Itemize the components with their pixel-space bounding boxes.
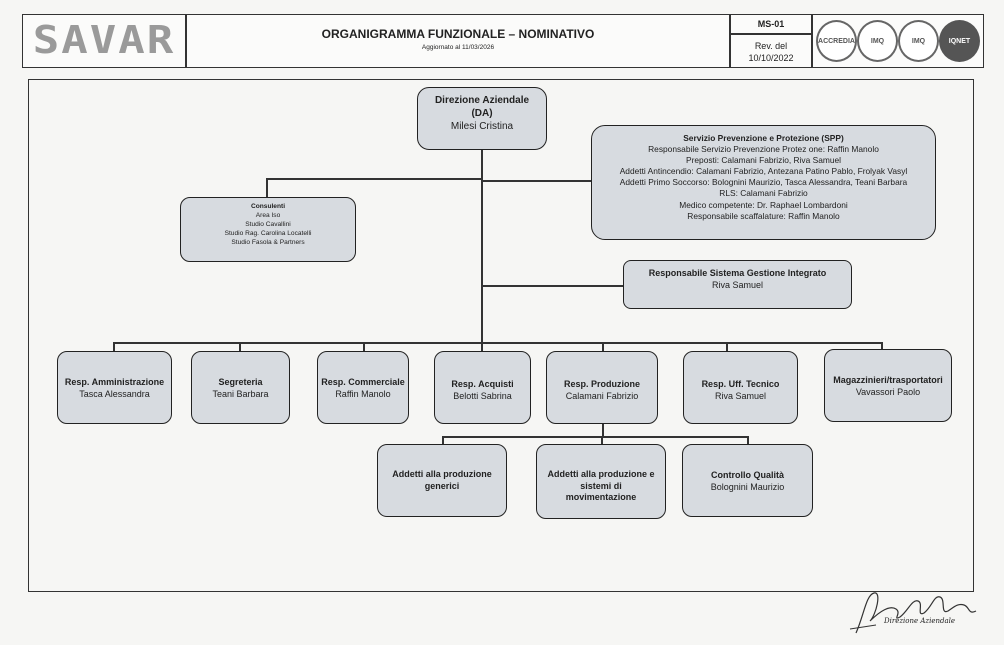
box-person: Riva Samuel [714, 390, 767, 401]
signature-scribble [849, 592, 977, 634]
org-box-consulenti: Consulenti Area Iso Studio Cavallini Stu… [180, 197, 356, 262]
box-title: Segreteria [218, 377, 263, 387]
logo-cell: SAVAR [22, 14, 186, 68]
box-person: Calamani Fabrizio [565, 390, 639, 401]
connector-production-down [602, 424, 604, 437]
update-date: Aggiornato al 11/03/2026 [421, 44, 495, 51]
connector-prod-2 [601, 436, 603, 444]
revision-date: 10/10/2022 [748, 53, 794, 63]
spp-line: RLS: Calamani Fabrizio [719, 188, 808, 199]
connector-prod-1 [442, 436, 444, 444]
box-title: Addetti alla produzione generici [392, 469, 492, 491]
org-chart-frame [28, 79, 974, 592]
connector-dept-3 [363, 342, 365, 351]
org-box-department: Segreteria Teani Barbara [191, 351, 290, 424]
box-title: Resp. Amministrazione [64, 377, 165, 387]
spp-line: Addetti Primo Soccorso: Bolognini Mauriz… [619, 177, 908, 188]
box-title: Magazzinieri/trasportatori [833, 375, 943, 385]
document-code: MS-01 [757, 19, 785, 29]
consulente-line: Studio Fasola & Partners [231, 238, 305, 246]
org-box-production-unit: Controllo Qualità Bolognini Maurizio [682, 444, 813, 517]
org-box-department: Resp. Produzione Calamani Fabrizio [546, 351, 658, 424]
spp-line: Medico competente: Dr. Raphael Lombardon… [679, 199, 848, 210]
connector-dept-5 [602, 342, 604, 351]
box-person: Tasca Alessandra [79, 388, 150, 399]
box-person: Teani Barbara [212, 388, 269, 399]
certifications-cell: ACCREDIA IMQ IMQ IQNET [812, 14, 984, 68]
box-title: Controllo Qualità [711, 470, 784, 480]
box-title: Resp. Commerciale [321, 377, 405, 387]
org-box-department: Resp. Commerciale Raffin Manolo [317, 351, 409, 424]
org-box-spp: Servizio Prevenzione e Protezione (SPP) … [591, 125, 936, 240]
iqnet-seal-icon: IQNET [939, 20, 980, 62]
box-title: Resp. Uff. Tecnico [701, 379, 780, 389]
box-person: Vavassori Paolo [855, 386, 921, 397]
org-box-department: Magazzinieri/trasportatori Vavassori Pao… [824, 349, 952, 422]
box-person: Belotti Sabrina [453, 390, 512, 401]
document-title: ORGANIGRAMMA FUNZIONALE – NOMINATIVO [321, 27, 595, 41]
box-title: Responsabile Sistema Gestione Integrato [648, 268, 827, 278]
connector-dept-1 [113, 342, 115, 351]
revision-label: Rev. del [754, 41, 788, 51]
org-box-rsgi: Responsabile Sistema Gestione Integrato … [623, 260, 852, 309]
title-cell: ORGANIGRAMMA FUNZIONALE – NOMINATIVO Agg… [186, 14, 730, 68]
spp-line: Preposti: Calamani Fabrizio, Riva Samuel [686, 155, 841, 166]
imq-seal-icon: IMQ [898, 20, 939, 62]
org-box-direzione-aziendale: Direzione Aziendale (DA) Milesi Cristina [417, 87, 547, 150]
box-person: Raffin Manolo [335, 388, 391, 399]
org-box-department: Resp. Acquisti Belotti Sabrina [434, 351, 531, 424]
box-abbreviation: (DA) [471, 108, 493, 119]
connector-consulenti-h [266, 178, 482, 180]
org-box-production-unit: Addetti alla produzione generici [377, 444, 507, 517]
connector-dept-6 [726, 342, 728, 351]
org-box-department: Resp. Amministrazione Tasca Alessandra [57, 351, 172, 424]
doc-code-cell: MS-01 [730, 14, 812, 34]
connector-to-spp [482, 180, 592, 182]
connector-departments-bus [113, 342, 883, 344]
box-title: Consulenti [250, 203, 286, 210]
signature-caption: Direzione Aziendale [884, 617, 956, 625]
imq-seal-icon: IMQ [857, 20, 898, 62]
box-person: Bolognini Maurizio [710, 481, 785, 492]
box-title: Direzione Aziendale [434, 95, 530, 106]
connector-dept-2 [239, 342, 241, 351]
company-logo: SAVAR [32, 18, 176, 63]
box-person: Milesi Cristina [450, 121, 514, 132]
connector-trunk [481, 150, 483, 343]
box-title: Servizio Prevenzione e Protezione (SPP) [683, 133, 844, 143]
box-title: Resp. Acquisti [451, 379, 514, 389]
connector-dept-7 [881, 342, 883, 351]
spp-line: Responsabile scaffalature: Raffin Manolo [687, 210, 840, 221]
revision-cell: Rev. del 10/10/2022 [730, 34, 812, 68]
org-box-department: Resp. Uff. Tecnico Riva Samuel [683, 351, 798, 424]
connector-consulenti-v [266, 178, 268, 197]
connector-to-rsgi [482, 285, 624, 287]
spp-line: Responsabile Servizio Prevenzione Protez… [648, 144, 879, 155]
box-person: Riva Samuel [711, 279, 764, 290]
connector-dept-4 [481, 342, 483, 351]
accredia-seal-icon: ACCREDIA [816, 20, 857, 62]
box-title: Resp. Produzione [563, 379, 640, 389]
box-title: Addetti alla produzione e sistemi di mov… [547, 469, 655, 503]
spp-line: Addetti Antincendio: Calamani Fabrizio, … [619, 166, 908, 177]
consulente-line: Area Iso [255, 211, 281, 219]
consulente-line: Studio Cavallini [245, 220, 291, 228]
consulente-line: Studio Rag. Carolina Locatelli [224, 229, 312, 237]
org-box-production-unit: Addetti alla produzione e sistemi di mov… [536, 444, 666, 519]
connector-prod-3 [747, 436, 749, 444]
connector-production-bus [442, 436, 749, 438]
